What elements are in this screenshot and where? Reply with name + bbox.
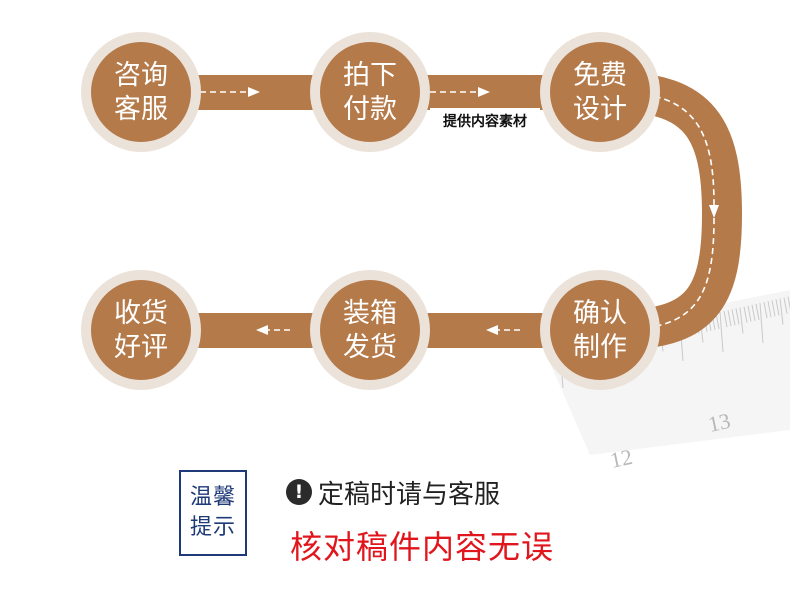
ruler-tick: [723, 311, 728, 328]
step-5-line1: 装箱: [343, 298, 397, 329]
notice-label-line1: 温馨: [189, 485, 236, 510]
arrow-down-icon: [709, 205, 719, 218]
ruler-label-12: 12: [608, 444, 635, 473]
step-3-line2: 设计: [573, 94, 627, 125]
arrow-right-icon: [478, 87, 490, 97]
connector-4-5: [410, 313, 560, 348]
step-5-line2: 发货: [343, 332, 397, 363]
notice-label-line2: 提示: [189, 515, 236, 540]
step-4-line1: 确认: [573, 298, 627, 329]
arrow-left-icon: [256, 325, 268, 335]
step-free-design: 免费 设计: [540, 32, 660, 152]
ruler-tick: [751, 304, 756, 321]
notice-message-line2: 核对稿件内容无误: [290, 528, 555, 566]
ruler-tick: [747, 305, 752, 322]
connector-5-6: [180, 313, 330, 348]
step-6-line1: 收货: [114, 298, 168, 329]
ruler-tick: [755, 303, 760, 320]
ruler-tick: [763, 302, 768, 319]
exclamation-icon: !: [286, 479, 312, 505]
step-3-line1: 免费: [573, 60, 627, 91]
ruler-tick: [779, 298, 784, 325]
step-receive-review: 收货 好评: [81, 270, 201, 390]
arrow-right-icon: [248, 87, 260, 97]
step-order-pay: 拍下 付款: [310, 32, 430, 152]
step-2-line2: 付款: [343, 94, 397, 125]
ruler-tick: [739, 307, 744, 334]
step-2-line1: 拍下: [343, 60, 397, 91]
ruler-tick: [719, 311, 724, 353]
step-confirm-production: 确认 制作: [540, 270, 660, 390]
step-pack-ship: 装箱 发货: [310, 270, 430, 390]
step-4-line2: 制作: [573, 332, 627, 363]
step-1-line1: 咨询: [114, 60, 168, 91]
step-consult-service: 咨询 客服: [81, 32, 201, 152]
connector-caption: 提供内容素材: [443, 113, 527, 130]
ruler-tick: [771, 300, 776, 317]
notice-text-line1: 定稿时请与客服: [318, 479, 501, 510]
step-1-line2: 客服: [114, 94, 168, 125]
connector-3-4-curve: [605, 72, 743, 350]
notice-section: 温馨 提示 ! 定稿时请与客服 核对稿件内容无误: [174, 470, 774, 590]
step-6-line2: 好评: [114, 332, 168, 363]
arrow-left-icon: [486, 325, 498, 335]
notice-label-box: 温馨 提示: [179, 470, 247, 556]
ruler-tick: [731, 309, 736, 326]
ruler-tick: [759, 302, 764, 344]
ruler-tick: [783, 297, 788, 314]
ruler-label-13: 13: [706, 408, 733, 437]
ruler-tick: [735, 308, 740, 325]
notice-message-line1: ! 定稿时请与客服: [286, 476, 501, 510]
ruler-tick: [767, 301, 772, 318]
ruler-tick: [727, 310, 732, 327]
ruler-tick: [743, 306, 748, 323]
ruler-tick: [775, 299, 780, 316]
